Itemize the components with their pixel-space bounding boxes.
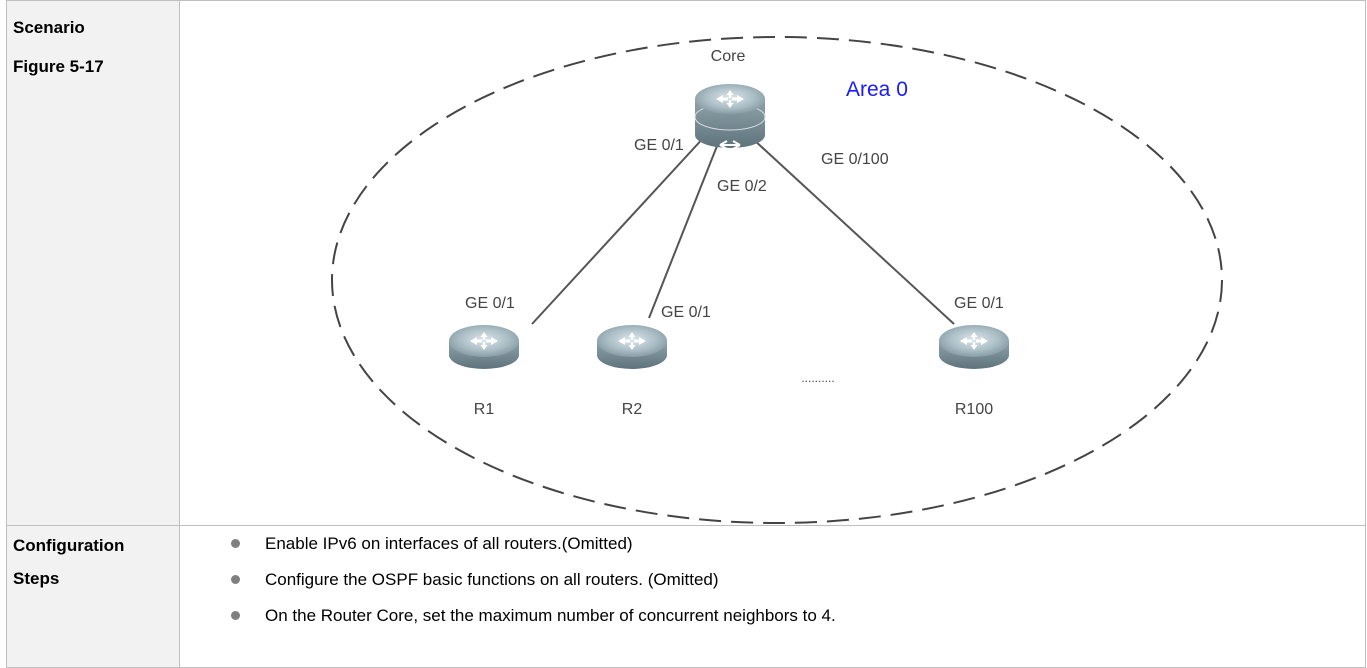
steps-label: Steps bbox=[13, 569, 60, 588]
scenario-label-cell: Scenario Figure 5-17 bbox=[6, 0, 180, 526]
link-core-r100 bbox=[752, 138, 955, 325]
core-port-r100: GE 0/100 bbox=[821, 151, 889, 168]
bullet-icon bbox=[231, 575, 240, 584]
step-item: Configure the OSPF basic functions on al… bbox=[180, 562, 1365, 598]
steps-cell: Enable IPv6 on interfaces of all routers… bbox=[179, 525, 1366, 668]
r2-port: GE 0/1 bbox=[661, 304, 711, 321]
core-label: Core bbox=[711, 48, 746, 65]
r2-label: R2 bbox=[622, 401, 643, 418]
scenario-label: Scenario bbox=[13, 18, 85, 37]
router-icon bbox=[939, 325, 1009, 369]
network-diagram: Core Area 0 GE 0/1 GE 0/2 GE 0/100 GE 0/… bbox=[331, 36, 1223, 524]
step-item: On the Router Core, set the maximum numb… bbox=[180, 598, 1365, 634]
link-core-r1 bbox=[531, 134, 707, 325]
figure-label: Figure 5-17 bbox=[13, 57, 104, 76]
configuration-label: Configuration bbox=[13, 536, 125, 555]
steps-row: Configuration Steps Enable IPv6 on inter… bbox=[6, 525, 1366, 668]
step-item: Enable IPv6 on interfaces of all routers… bbox=[180, 526, 1365, 562]
steps-list: Enable IPv6 on interfaces of all routers… bbox=[180, 526, 1365, 634]
ellipsis-label: .......... bbox=[801, 371, 834, 385]
scenario-table: Scenario Figure 5-17 bbox=[6, 0, 1366, 668]
core-switch-icon bbox=[694, 84, 766, 150]
bullet-icon bbox=[231, 539, 240, 548]
bullet-icon bbox=[231, 611, 240, 620]
link-core-r2 bbox=[648, 145, 718, 319]
r100-label: R100 bbox=[955, 401, 993, 418]
area-boundary bbox=[331, 36, 1223, 524]
core-port-r2: GE 0/2 bbox=[717, 178, 767, 195]
r100-port: GE 0/1 bbox=[954, 295, 1004, 312]
scenario-row: Scenario Figure 5-17 bbox=[6, 0, 1366, 526]
router-icon bbox=[597, 325, 667, 369]
r1-port: GE 0/1 bbox=[465, 295, 515, 312]
router-icon bbox=[449, 325, 519, 369]
core-port-r1: GE 0/1 bbox=[634, 137, 684, 154]
area-label: Area 0 bbox=[846, 78, 908, 101]
r1-label: R1 bbox=[474, 401, 495, 418]
diagram-cell: Core Area 0 GE 0/1 GE 0/2 GE 0/100 GE 0/… bbox=[179, 0, 1366, 526]
steps-label-cell: Configuration Steps bbox=[6, 525, 180, 668]
